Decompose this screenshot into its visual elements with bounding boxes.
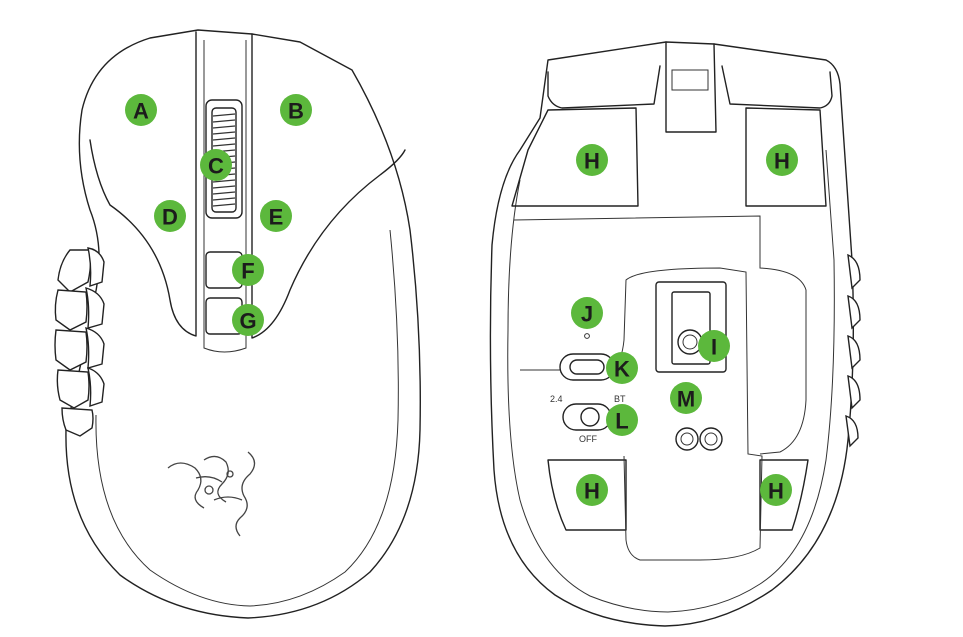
callout-m-badge [670,382,702,414]
callout-g: G [232,304,264,336]
pairing-led [584,333,590,339]
glide-foot-top-left [511,107,639,207]
callout-a-label: A [133,99,149,124]
callout-h1-badge [576,144,608,176]
callout-c-label: C [208,154,224,179]
callout-h4-label: H [768,479,784,504]
callout-f: F [232,254,264,286]
side-button-grid [54,247,105,437]
bottom-view-wheel-slot [665,41,717,133]
callout-h3: H [576,474,608,506]
callout-d-badge [154,200,186,232]
callout-e-badge [260,200,292,232]
callout-h2: H [766,144,798,176]
center-channel [203,40,247,353]
callout-i-badge [698,330,730,362]
mouse-bottom-view: 2.4 BT OFF H H J [489,41,861,627]
callout-h2-badge [766,144,798,176]
callout-h2-label: H [774,149,790,174]
callout-h1-label: H [584,149,600,174]
callout-l: L [606,404,638,436]
side-buttons-edge [845,253,861,448]
callout-h3-badge [576,474,608,506]
callout-g-badge [232,304,264,336]
callout-k-label: K [614,357,630,382]
bottom-view-top-ledge-right [721,65,833,109]
callout-a-badge [125,94,157,126]
callout-j: J [571,297,603,329]
charging-contacts [675,427,723,451]
glide-foot-bottom-left [547,459,627,531]
bottom-view-central-plate [513,215,807,455]
top-view-body-outline [65,29,421,619]
callout-b: B [280,94,312,126]
mode-switch-label-24: 2.4 [550,394,563,404]
callout-b-label: B [288,99,304,124]
bottom-view-inner-outline [507,149,835,613]
top-view-body-contour [95,229,399,607]
callout-d: D [154,200,186,232]
left-click-panel [89,31,197,337]
callout-c: C [200,149,232,181]
callout-d-label: D [162,205,178,230]
callout-k: K [606,352,638,384]
callout-m-label: M [677,387,695,412]
callout-f-badge [232,254,264,286]
callout-f-label: F [241,259,254,284]
callout-b-badge [280,94,312,126]
callout-g-label: G [239,309,256,334]
callout-l-label: L [615,409,628,434]
mode-switch-label-off: OFF [579,434,597,444]
callout-h1: H [576,144,608,176]
bottom-view-body-outline [489,41,855,627]
callout-e-label: E [269,205,284,230]
callout-i-label: I [711,335,717,360]
mode-switch-label-bt: BT [614,394,626,404]
callout-i: I [698,330,730,362]
callout-h4: H [760,474,792,506]
glide-foot-top-right [745,107,827,207]
right-click-panel [251,33,406,339]
callout-e: E [260,200,292,232]
callout-l-badge [606,404,638,436]
callout-h4-badge [760,474,792,506]
bottom-view-central-plate-lower [520,267,763,561]
bottom-view-wheel-inner [671,69,709,91]
bottom-view-top-ledge [547,65,661,109]
callout-h3-label: H [584,479,600,504]
callout-j-label: J [581,302,593,327]
callout-k-badge [606,352,638,384]
mouse-top-view: A B C D E F G [54,29,421,619]
glide-foot-bottom-right [759,459,809,531]
callout-a: A [125,94,157,126]
razer-triple-snake-logo [167,451,256,537]
callout-c-badge [200,149,232,181]
profile-button [559,353,615,381]
callout-j-badge [571,297,603,329]
callout-m: M [670,382,702,414]
mode-switch: 2.4 BT OFF [550,394,626,444]
